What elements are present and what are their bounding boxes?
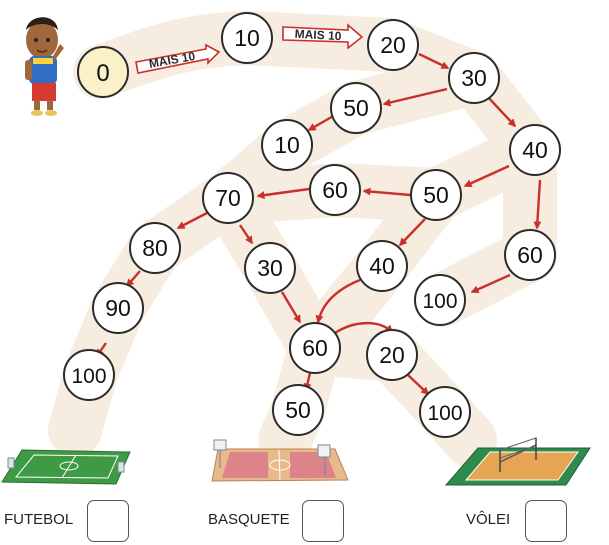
number-node: 50 xyxy=(330,82,382,134)
node-value: 70 xyxy=(215,185,241,211)
number-node: 30 xyxy=(244,242,296,294)
number-node: 50 xyxy=(272,384,324,436)
label-basquete: BASQUETE xyxy=(208,511,290,528)
number-node: 60 xyxy=(289,322,341,374)
node-circle xyxy=(448,52,500,104)
node-circle xyxy=(356,240,408,292)
label-volei: VÔLEI xyxy=(466,511,511,528)
number-node: 10 xyxy=(261,119,313,171)
node-value: 50 xyxy=(285,397,311,423)
number-node: 60 xyxy=(504,229,556,281)
node-circle xyxy=(509,124,561,176)
node-value: 10 xyxy=(274,132,300,158)
number-node: 40 xyxy=(509,124,561,176)
node-value: 40 xyxy=(369,253,395,279)
node-circle xyxy=(289,322,341,374)
rule-ribbon-2: MAIS 10 xyxy=(282,23,364,50)
node-circle xyxy=(414,274,466,326)
node-value: 100 xyxy=(422,290,457,313)
number-node: 10 xyxy=(221,12,273,64)
number-nodes: 10 20 30 50 10 40 60 50 70 80 30 40 60 90 100 60 20 100 50… xyxy=(63,12,561,438)
number-node: 100 xyxy=(63,349,115,401)
label-futebol: FUTEBOL xyxy=(4,511,74,528)
node-value: 90 xyxy=(105,295,131,321)
node-circle xyxy=(419,386,471,438)
node-value: 50 xyxy=(423,182,449,208)
node-circle xyxy=(330,82,382,134)
number-node: 50 xyxy=(410,169,462,221)
node-circle xyxy=(63,349,115,401)
node-circle xyxy=(261,119,313,171)
volleyball-court-icon xyxy=(444,437,591,486)
number-node: 40 xyxy=(356,240,408,292)
node-circle xyxy=(92,282,144,334)
node-value: 60 xyxy=(517,242,543,268)
node-circle xyxy=(410,169,462,221)
number-node: 30 xyxy=(448,52,500,104)
node-value: 100 xyxy=(427,402,462,425)
svg-text:0: 0 xyxy=(96,60,109,87)
number-node: 100 xyxy=(419,386,471,438)
node-value: 30 xyxy=(257,255,283,281)
node-circle xyxy=(221,12,273,64)
number-node: 20 xyxy=(366,329,418,381)
node-value: 20 xyxy=(380,32,406,58)
node-value: 60 xyxy=(322,177,348,203)
number-node: 90 xyxy=(92,282,144,334)
node-value: 30 xyxy=(461,65,487,91)
start-node: 0 xyxy=(77,46,129,98)
node-circle xyxy=(309,164,361,216)
node-value: 80 xyxy=(142,235,168,261)
node-circle xyxy=(129,222,181,274)
rule-label: MAIS 10 xyxy=(294,27,342,43)
node-value: 10 xyxy=(234,25,260,51)
node-circle xyxy=(272,384,324,436)
node-circle xyxy=(244,242,296,294)
answer-box-basquete[interactable] xyxy=(302,500,344,542)
number-node: 60 xyxy=(309,164,361,216)
answer-box-volei[interactable] xyxy=(525,500,567,542)
soccer-field-icon xyxy=(1,449,131,485)
number-node: 80 xyxy=(129,222,181,274)
node-value: 20 xyxy=(379,342,405,368)
boy-illustration xyxy=(25,17,64,116)
node-circle xyxy=(366,329,418,381)
node-value: 50 xyxy=(343,95,369,121)
answer-box-futebol[interactable] xyxy=(87,500,129,542)
number-node: 70 xyxy=(202,172,254,224)
basketball-court-icon xyxy=(211,439,349,482)
node-value: 40 xyxy=(522,137,548,163)
node-value: 60 xyxy=(302,335,328,361)
number-node: 20 xyxy=(367,19,419,71)
node-circle xyxy=(367,19,419,71)
node-circle xyxy=(202,172,254,224)
node-circle xyxy=(504,229,556,281)
node-value: 100 xyxy=(71,365,106,388)
number-node: 100 xyxy=(414,274,466,326)
